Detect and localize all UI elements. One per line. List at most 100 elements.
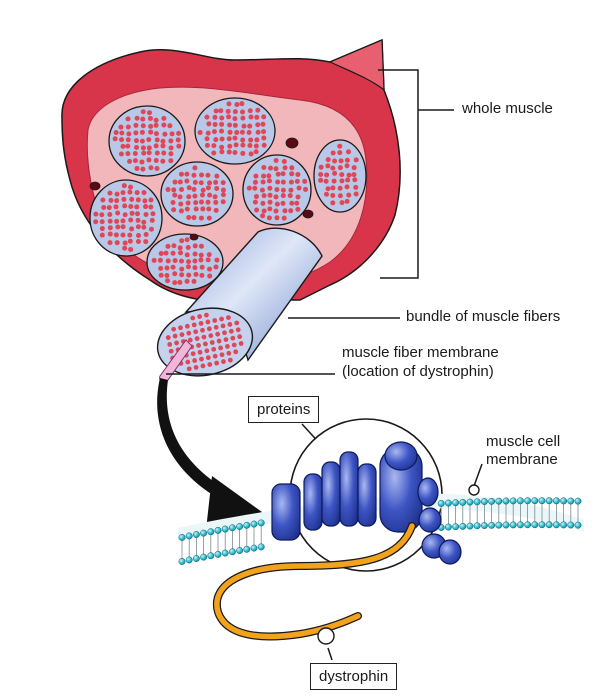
muscle-fiber [161, 115, 167, 121]
muscle-fiber [220, 192, 226, 198]
muscle-fiber [149, 217, 155, 223]
muscle-fiber [261, 114, 267, 120]
muscle-fiber [239, 129, 245, 135]
blood-vessel [89, 181, 101, 191]
bundle-fiber [197, 314, 202, 319]
muscle-fiber [344, 163, 350, 169]
muscle-fiber [164, 273, 170, 279]
lipid-head [178, 533, 186, 541]
muscle-fiber [261, 129, 267, 135]
protein-cap [384, 441, 418, 471]
muscle-fiber [287, 193, 293, 199]
muscle-fiber [153, 117, 159, 123]
muscle-fiber [337, 165, 343, 171]
bundle-fiber [238, 341, 244, 346]
muscle-fiber [179, 266, 185, 272]
bundle-fiber [230, 335, 236, 341]
muscle-fiber [323, 191, 329, 197]
muscle-fiber [200, 187, 206, 193]
muscle-fiber [353, 184, 359, 190]
muscle-fiber [240, 137, 246, 143]
protein-block [271, 483, 301, 541]
muscle-fiber [140, 116, 146, 122]
muscle-fiber [135, 224, 141, 230]
lipid-head [531, 521, 539, 529]
bundle-fiber [204, 312, 209, 318]
lipid-head [257, 519, 265, 527]
muscle-fiber [219, 115, 225, 121]
muscle-fiber [148, 204, 154, 210]
bundle-fiber [213, 324, 219, 330]
muscle-fiber [153, 143, 159, 149]
bundle-fiber [200, 327, 205, 333]
muscle-fiber [193, 271, 199, 277]
muscle-fiber [125, 116, 131, 122]
bundle-fiber [185, 359, 191, 365]
muscle-fiber [275, 179, 281, 185]
lipid-heads [178, 497, 582, 565]
muscle-fiber [266, 178, 272, 184]
muscle-fiber [165, 258, 171, 264]
muscle-fiber [161, 122, 167, 128]
muscle-fiber [295, 171, 301, 177]
muscle-fiber [233, 142, 239, 148]
lipid-head [243, 521, 251, 529]
muscle-fiber [135, 197, 141, 203]
bundle-fiber [220, 323, 226, 329]
muscle-fiber [184, 178, 190, 184]
muscle-fiber [141, 224, 147, 230]
muscle-fiber [212, 114, 218, 120]
muscle-fiber [171, 207, 177, 213]
bundle-fiber [190, 351, 196, 357]
muscle-fiber [255, 122, 261, 128]
muscle-fiber [193, 206, 199, 212]
muscle-fiber [247, 108, 253, 114]
muscle-fiber [274, 187, 280, 193]
muscle-fiber [163, 250, 169, 256]
muscle-fiber [280, 187, 286, 193]
muscle-fiber [134, 144, 140, 150]
muscle-fiber [346, 172, 352, 178]
muscle-fiber [330, 150, 336, 156]
lipid-head [236, 523, 244, 530]
muscle-fiber [191, 172, 197, 178]
muscle-fiber [179, 187, 185, 193]
lipid-head [473, 522, 481, 530]
muscle-fiber [162, 131, 168, 137]
muscle-fiber [176, 130, 182, 136]
muscle-fiber [120, 143, 126, 149]
bundle-fiber [207, 362, 213, 367]
muscle-fiber [164, 265, 170, 271]
muscle-fiber [218, 108, 224, 114]
muscle-fiber [148, 123, 154, 129]
muscle-fiber [260, 213, 266, 219]
bundle-fiber [193, 365, 199, 370]
bundle-fiber [209, 340, 215, 345]
muscle-fiber [115, 210, 121, 216]
muscle-fiber [346, 192, 352, 198]
muscle-fiber [241, 123, 247, 129]
muscle-fiber [353, 191, 359, 197]
muscle-fiber [339, 178, 345, 184]
muscle-fiber [205, 185, 211, 191]
bundle-fiber [192, 358, 198, 363]
bundle-fiber [221, 359, 226, 364]
bundle-fiber [233, 349, 239, 355]
muscle-fiber [274, 215, 280, 221]
muscle-fiber [267, 199, 273, 205]
bundle-fiber [171, 326, 177, 332]
muscle-fiber [133, 122, 139, 128]
muscle-fiber [160, 138, 166, 144]
lipid-head [221, 525, 229, 533]
muscle-fiber [219, 144, 225, 150]
lipid-head [538, 497, 546, 505]
muscle-fiber [255, 129, 261, 135]
muscle-fiber [192, 193, 198, 199]
muscle-fiber [177, 194, 183, 200]
lipid-head [459, 498, 467, 506]
bundle-fiber [186, 330, 192, 336]
muscle-fiber [248, 137, 254, 143]
muscle-fiber [232, 122, 238, 128]
muscle-fiber [252, 199, 258, 205]
muscle-fiber [134, 165, 140, 171]
